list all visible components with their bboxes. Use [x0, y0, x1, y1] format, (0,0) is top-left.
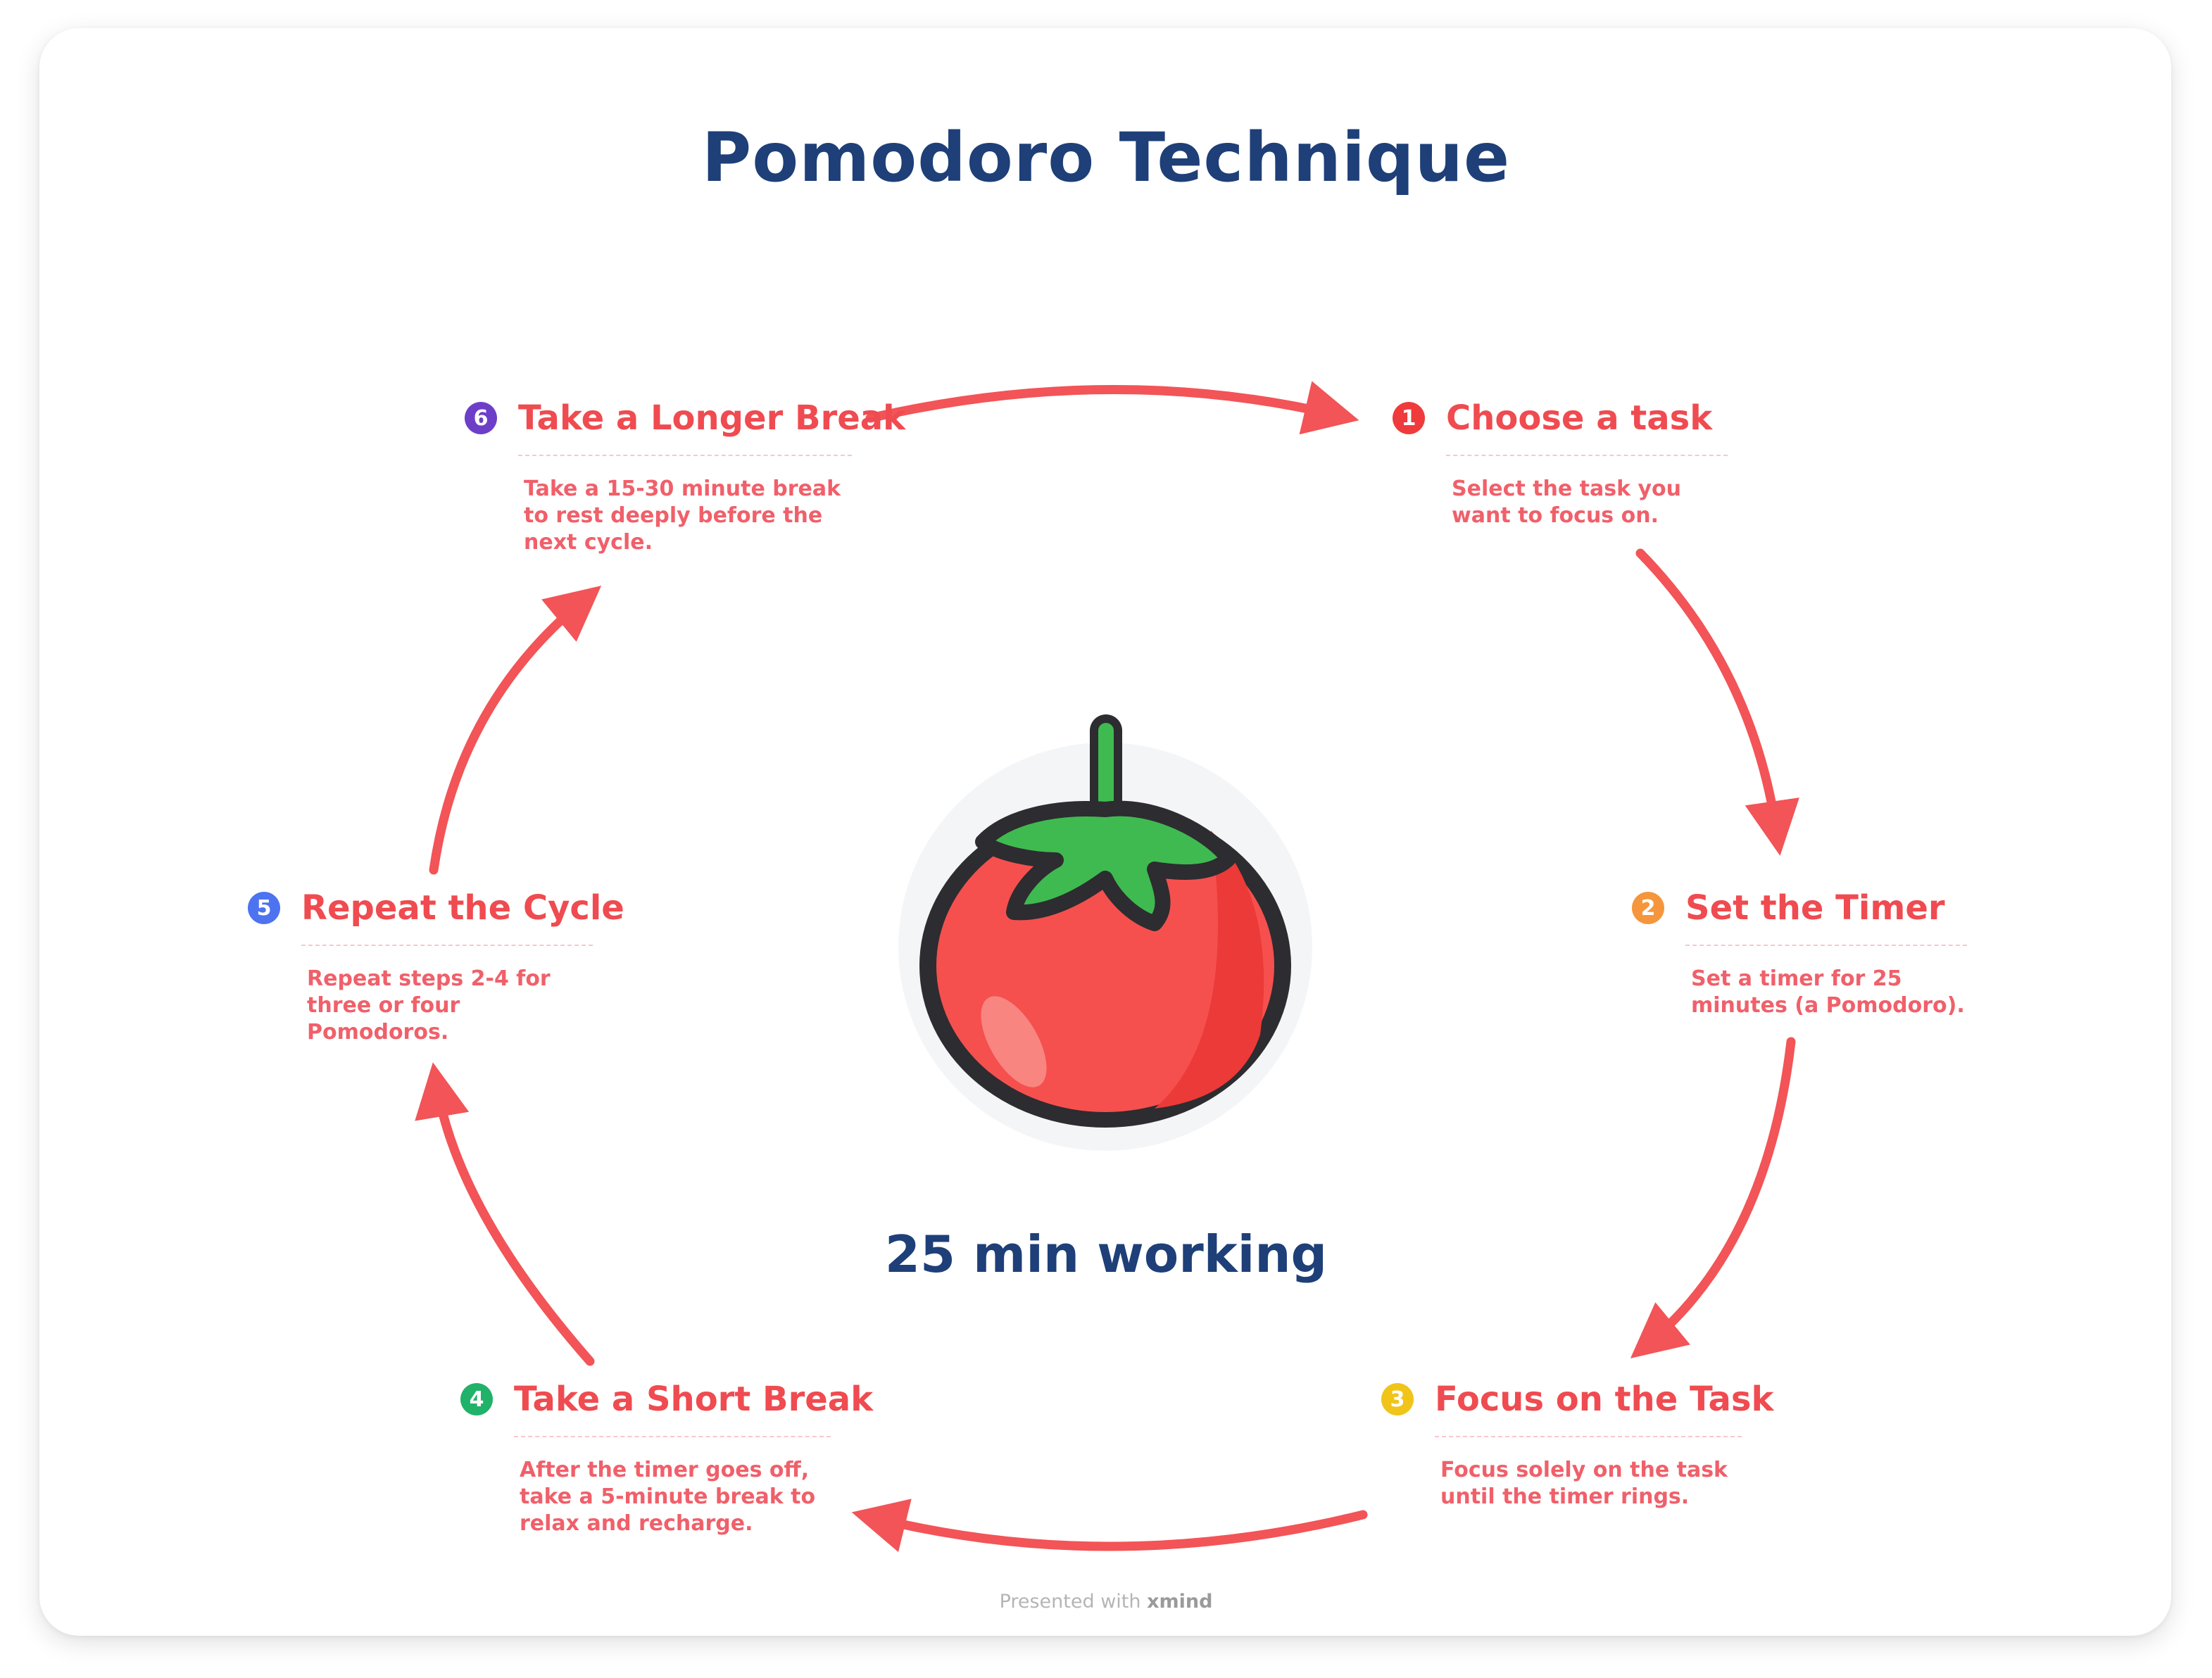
step-1-divider — [1446, 455, 1728, 456]
step-3-divider — [1435, 1436, 1742, 1437]
step-title: Focus on the Task — [1435, 1380, 1773, 1419]
step-5: 5 Repeat the Cycle — [248, 880, 624, 936]
footer-brand: xmind — [1147, 1591, 1212, 1613]
step-number-badge: 1 — [1393, 402, 1425, 434]
step-2: 2 Set the Timer — [1632, 880, 1945, 936]
step-6-description: Take a 15-30 minute break to rest deeply… — [524, 476, 841, 556]
step-number-badge: 5 — [248, 892, 280, 924]
step-1: 1 Choose a task — [1393, 390, 1712, 446]
step-number-badge: 6 — [465, 402, 497, 434]
footer-prefix: Presented with — [1000, 1591, 1141, 1613]
step-4-divider — [514, 1436, 831, 1437]
step-number-badge: 4 — [460, 1383, 493, 1415]
step-number-badge: 3 — [1381, 1383, 1414, 1415]
step-3: 3 Focus on the Task — [1381, 1371, 1773, 1427]
step-6: 6 Take a Longer Break — [465, 390, 905, 446]
step-5-description: Repeat steps 2-4 for three or four Pomod… — [307, 966, 551, 1046]
center-label: 25 min working — [0, 1225, 2212, 1284]
step-title: Take a Longer Break — [518, 398, 905, 438]
step-5-divider — [301, 945, 593, 946]
step-1-description: Select the task you want to focus on. — [1452, 476, 1681, 529]
step-2-description: Set a timer for 25 minutes (a Pomodoro). — [1691, 966, 1965, 1019]
step-title: Take a Short Break — [514, 1380, 873, 1419]
step-2-divider — [1685, 945, 1967, 946]
step-title: Repeat the Cycle — [301, 888, 624, 928]
footer: Presented with xmind — [0, 1591, 2212, 1613]
step-6-divider — [518, 455, 852, 456]
step-4-description: After the timer goes off, take a 5-minut… — [520, 1457, 815, 1537]
step-3-description: Focus solely on the task until the timer… — [1440, 1457, 1728, 1510]
step-title: Choose a task — [1446, 398, 1712, 438]
step-4: 4 Take a Short Break — [460, 1371, 873, 1427]
step-title: Set the Timer — [1685, 888, 1945, 928]
step-number-badge: 2 — [1632, 892, 1664, 924]
